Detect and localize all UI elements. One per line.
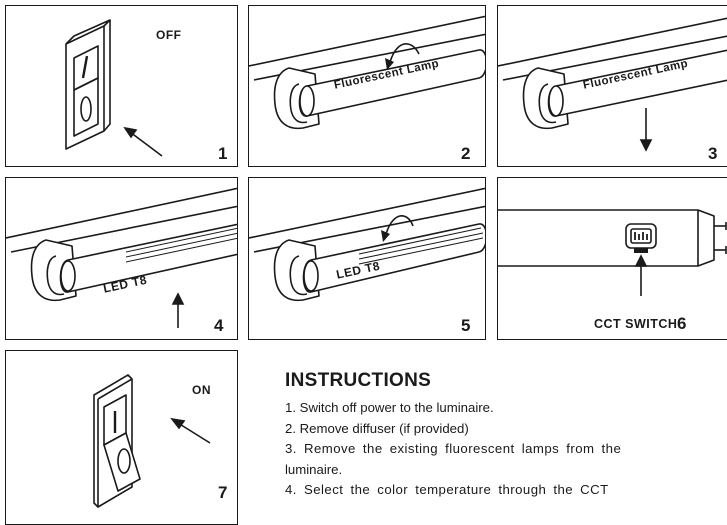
panel-6-label: CCT SWITCH <box>594 317 678 331</box>
instruction-step: luminaire. <box>285 461 343 477</box>
panel-step-4: LED T8 4 <box>5 177 238 340</box>
instruction-step: 4. Select the color temperature through … <box>285 482 609 497</box>
panel-3-number: 3 <box>708 144 718 163</box>
cct-switch-illustration <box>498 209 727 296</box>
panel-step-1: OFF 1 <box>5 5 238 167</box>
instruction-step: 3. Remove the existing fluorescent lamps… <box>285 441 622 456</box>
panel-5-number: 5 <box>461 316 471 335</box>
instructions-title: INSTRUCTIONS <box>285 370 432 391</box>
panel-7-label: ON <box>192 383 211 397</box>
panel-7-number: 7 <box>218 483 228 502</box>
panel-6-number: 6 <box>677 314 687 333</box>
panel-2-number: 2 <box>461 144 471 163</box>
panel-1-label: OFF <box>156 28 182 42</box>
instruction-step: 2. Remove diffuser (if provided) <box>285 420 469 436</box>
led-tube-rotate-illustration <box>249 187 485 302</box>
switch-on-illustration <box>93 374 211 508</box>
panel-step-6: CCT SWITCH 6 <box>497 177 727 340</box>
led-tube-insert-illustration <box>6 187 237 328</box>
switch-off-illustration <box>65 19 163 157</box>
panel-step-7: ON 7 <box>5 350 238 525</box>
panel-4-number: 4 <box>214 316 224 335</box>
panel-1-number: 1 <box>218 144 228 163</box>
panel-step-5: LED T8 5 <box>248 177 486 340</box>
fluorescent-lamp-rotate-illustration <box>249 15 485 130</box>
fluorescent-lamp-remove-illustration <box>498 17 727 152</box>
panel-step-2: Fluorescent Lamp 2 <box>248 5 486 167</box>
instruction-step: 1. Switch off power to the luminaire. <box>285 400 494 415</box>
instructions-block: INSTRUCTIONS 1. Switch off power to the … <box>285 370 727 501</box>
panel-step-3: Fluorescent Lamp 3 <box>497 5 727 167</box>
